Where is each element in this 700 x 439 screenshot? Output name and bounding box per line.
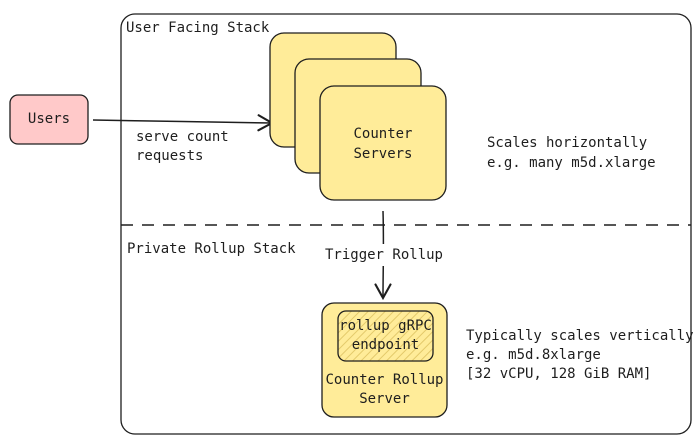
serve-count-label-line2: requests bbox=[136, 148, 204, 164]
serve-count-label-line1: serve count bbox=[136, 129, 229, 145]
vertical-note-line2: e.g. m5d.8xlarge bbox=[466, 347, 601, 363]
grpc-endpoint-label-line1: rollup gRPC bbox=[339, 318, 432, 334]
users-node bbox=[9, 94, 89, 145]
scale-note-line1: Scales horizontally bbox=[487, 135, 648, 151]
private-rollup-stack-title: Private Rollup Stack bbox=[127, 241, 296, 257]
counter-servers-label-line2: Servers bbox=[353, 146, 413, 162]
grpc-endpoint-label-line2: endpoint bbox=[351, 337, 420, 353]
serve-requests-arrow bbox=[92, 114, 275, 132]
user-facing-stack-title: User Facing Stack bbox=[126, 20, 270, 36]
counter-servers-label-line1: Counter bbox=[353, 126, 413, 142]
rollup-server-label-line1: Counter Rollup bbox=[325, 372, 444, 388]
trigger-rollup-label: Trigger Rollup bbox=[324, 247, 443, 263]
counter-server-card-front bbox=[319, 85, 447, 201]
user-facing-stack-container bbox=[120, 13, 692, 435]
rollup-server-label-line2: Server bbox=[359, 391, 410, 407]
vertical-note-line1: Typically scales vertically bbox=[466, 328, 694, 344]
grpc-endpoint-node bbox=[337, 310, 434, 362]
vertical-note-line3: [32 vCPU, 128 GiB RAM] bbox=[466, 366, 652, 382]
users-label: Users bbox=[27, 111, 71, 127]
scale-note-line2: e.g. many m5d.xlarge bbox=[487, 155, 656, 171]
